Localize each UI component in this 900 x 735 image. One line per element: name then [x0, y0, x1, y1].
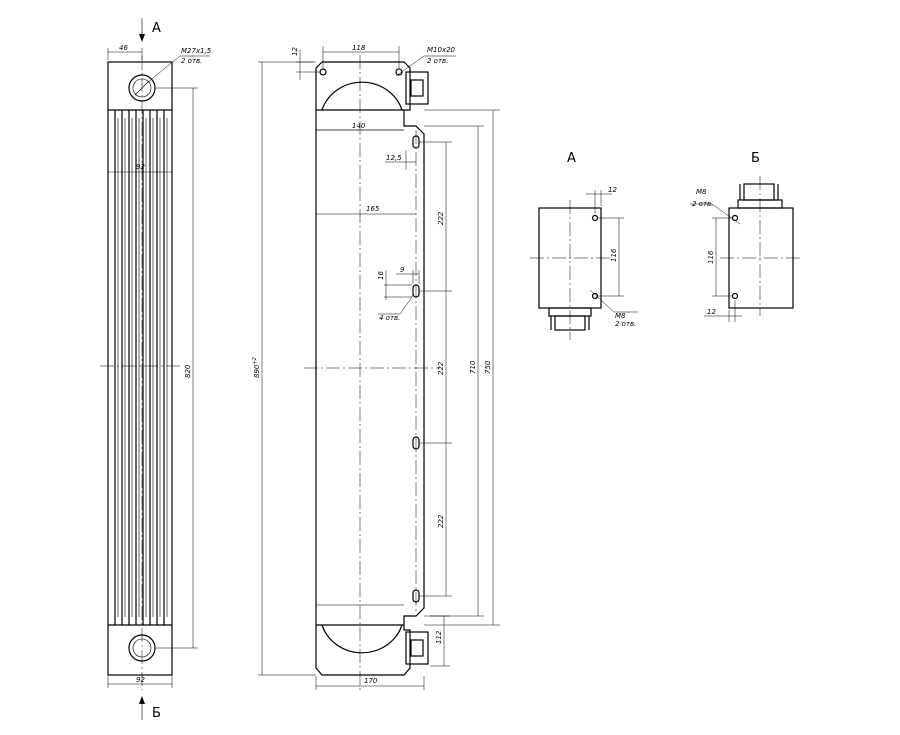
- view-a-dim-116: 116: [610, 248, 618, 262]
- view-b-dim-12: 12: [707, 308, 716, 316]
- side-dim-222-2: 222: [437, 361, 445, 375]
- bolt-count: 2 отв.: [427, 57, 448, 65]
- side-view-dimensions: 12 118 M10x20 2 отв. 140 12,5 165 222 22…: [252, 44, 500, 690]
- thread-spec: M27x1,5: [181, 47, 212, 55]
- view-a-hole-count: 2 отв.: [615, 320, 636, 328]
- view-arrow-a-label: А: [152, 21, 161, 36]
- view-a-title: А: [567, 151, 576, 166]
- thread-count: 2 отв.: [181, 57, 202, 65]
- dim-92-bottom: 92: [136, 676, 145, 684]
- view-b-hole-spec: M8: [696, 188, 707, 196]
- side-dim-140: 140: [352, 122, 366, 130]
- dim-92-mid: 92: [136, 163, 145, 171]
- side-dim-222-3: 222: [437, 514, 445, 528]
- side-dim-16: 16: [377, 271, 385, 280]
- side-dim-170: 170: [364, 677, 378, 685]
- side-dim-165: 165: [366, 205, 380, 213]
- view-b-hole-count: 2 отв.: [692, 200, 713, 208]
- view-b-detail: Б M8 2 отв. 116 12: [690, 151, 802, 322]
- view-arrow-b-label: Б: [152, 706, 161, 721]
- view-a-dim-12: 12: [608, 186, 617, 194]
- side-dim-890: 890+2: [252, 357, 261, 378]
- view-b-dim-116: 116: [707, 250, 715, 264]
- bolt-spec: M10x20: [427, 46, 456, 54]
- side-dim-12: 12: [291, 47, 299, 56]
- front-view: [100, 56, 182, 690]
- view-arrow-b: Б: [139, 696, 161, 721]
- dim-46: 46: [119, 44, 128, 52]
- side-dim-118: 118: [352, 44, 366, 52]
- side-dim-112: 112: [435, 630, 443, 644]
- view-arrow-a: А: [139, 18, 161, 42]
- front-view-fins: [114, 110, 168, 625]
- view-a-detail: А 12 116 M8 2 отв.: [530, 151, 638, 340]
- view-b-title: Б: [751, 151, 760, 166]
- side-dim-9: 9: [400, 266, 405, 274]
- side-dim-12-5: 12,5: [386, 154, 402, 162]
- front-view-dimensions: 46 M27x1,5 2 отв. 92 92 820: [107, 44, 212, 688]
- view-a-hole-spec: M8: [615, 312, 626, 320]
- side-dim-750: 750: [484, 360, 492, 374]
- slot-count: 4 отв.: [379, 314, 400, 322]
- dim-820: 820: [184, 364, 192, 378]
- side-dim-222-1: 222: [437, 211, 445, 225]
- side-view: [304, 55, 440, 690]
- side-dim-710: 710: [469, 360, 477, 374]
